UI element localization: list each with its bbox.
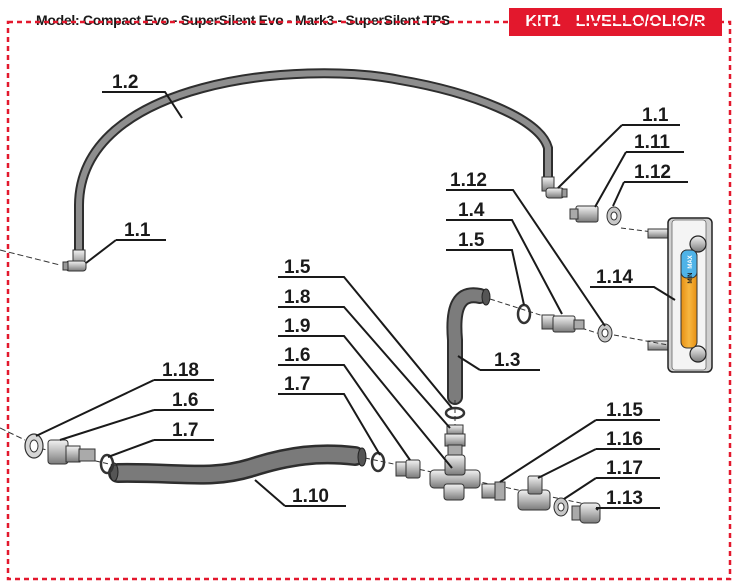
callout-1-5-lower: 1.5 [284, 257, 311, 278]
fitting-1-8 [444, 424, 466, 456]
adapter-1-6-middle [395, 459, 421, 479]
adapter-1-6-left [47, 439, 96, 465]
oil-level-gauge-1-14: MAX MIN [667, 217, 713, 373]
nut-1-11 [569, 205, 599, 223]
callout-leaders [35, 91, 688, 511]
kit-frame [6, 20, 732, 581]
callout-1-18: 1.18 [162, 360, 199, 381]
nipple-1-15 [481, 481, 506, 501]
callout-1-15: 1.15 [606, 400, 643, 421]
callout-1-9: 1.9 [284, 316, 310, 337]
callout-1-14: 1.14 [596, 267, 633, 288]
callout-1-12-top: 1.12 [634, 162, 671, 183]
gauge-min-mark: MIN [688, 273, 694, 284]
callout-1-5-right: 1.5 [458, 230, 485, 251]
callout-1-3: 1.3 [494, 350, 520, 371]
hose-1-3 [446, 287, 491, 405]
hose-1-10 [108, 444, 367, 485]
washer-1-18 [24, 433, 44, 459]
clamp-1-7-left [99, 453, 115, 475]
callout-1-16: 1.16 [606, 429, 643, 450]
callout-1-17: 1.17 [606, 458, 643, 479]
callout-1-7-middle: 1.7 [284, 374, 310, 395]
clamp-1-5-right [516, 303, 532, 325]
elbow-fitting-left [62, 249, 87, 272]
callout-1-4: 1.4 [458, 200, 485, 221]
clamp-1-5-lower [444, 406, 466, 420]
model-title: Model: Compact Evo - SuperSilent Evo - M… [36, 12, 450, 28]
callout-1-6-left: 1.6 [172, 390, 198, 411]
washer-1-12-lower [597, 323, 613, 343]
callout-1-12-middle: 1.12 [450, 170, 487, 191]
washer-1-12-top [606, 206, 622, 226]
callout-1-2: 1.2 [112, 72, 138, 93]
callout-1-10: 1.10 [292, 486, 329, 507]
callout-1-13: 1.13 [606, 488, 643, 509]
cap-1-13 [571, 502, 601, 524]
washer-1-17 [553, 497, 569, 517]
callout-1-8: 1.8 [284, 287, 310, 308]
callout-1-6-middle: 1.6 [284, 345, 310, 366]
callout-1-1-left: 1.1 [124, 220, 151, 241]
tee-fitting-1-9 [429, 454, 481, 501]
callout-1-1-right: 1.1 [642, 105, 669, 126]
callout-1-7-left: 1.7 [172, 420, 198, 441]
lead-line-upper-left [0, 249, 61, 266]
callout-1-11: 1.11 [634, 132, 670, 153]
tee-1-16 [517, 475, 551, 511]
gauge-max-mark: MAX [688, 255, 694, 268]
hose-1-2 [74, 68, 553, 263]
lead-line-lower-left [0, 427, 26, 441]
elbow-fitting-right [541, 176, 568, 199]
connector-1-4 [541, 314, 585, 333]
